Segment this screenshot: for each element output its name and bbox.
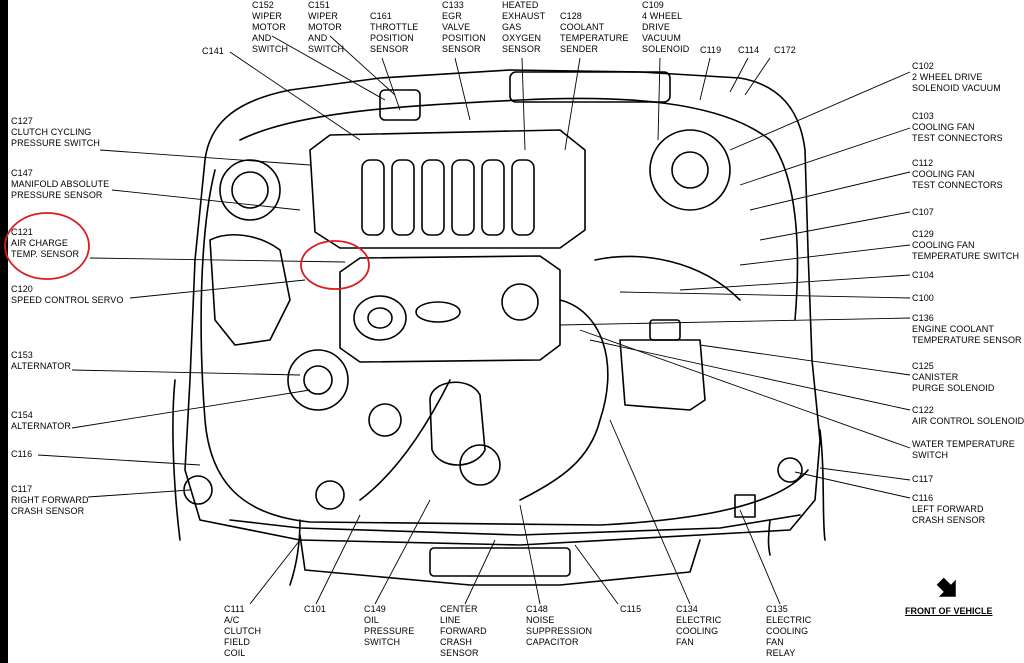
label-c119: C119: [700, 45, 722, 55]
harness-branch: [289, 519, 301, 586]
air-filter-housing: [209, 234, 291, 346]
throttle-body: [379, 89, 421, 121]
label-c116-left: C116: [11, 449, 33, 459]
hose: [594, 255, 741, 301]
intake-runner: [361, 159, 385, 236]
label-c172: C172: [774, 45, 796, 55]
main-harness: [200, 169, 809, 526]
oil-pump-drive: [459, 444, 501, 486]
intake-runner: [481, 159, 505, 236]
hose: [359, 379, 451, 501]
lower-panel: [299, 534, 701, 586]
bumper-bracket: [429, 547, 571, 577]
harness-branch: [239, 97, 799, 321]
hose: [519, 299, 609, 501]
harness-branch: [172, 379, 181, 541]
radiator-support: [509, 71, 671, 103]
label-c104: C104: [912, 270, 934, 280]
intake-runner: [451, 159, 475, 236]
intake-plenum: [309, 129, 586, 249]
engine-bay-outline: [184, 69, 821, 546]
label-c114: C114: [738, 45, 760, 55]
label-c107: C107: [912, 207, 934, 217]
label-c101: C101: [304, 604, 326, 614]
intake-runner: [511, 159, 535, 236]
reservoir-cap: [649, 319, 681, 341]
air-duct-inner: [231, 171, 269, 209]
label-c141: C141: [202, 46, 224, 56]
air-duct: [219, 159, 281, 221]
alternator: [287, 349, 349, 411]
oil-cap-inner: [367, 307, 393, 329]
front-arrow-icon: [936, 577, 956, 597]
pulley: [315, 480, 345, 510]
cooling-fan-hub: [671, 151, 709, 189]
label-c117-right: C117: [912, 474, 934, 484]
highlight-circle-sensor: [300, 240, 370, 290]
harness-branch: [819, 429, 826, 541]
highlight-circle-label: [4, 212, 90, 280]
pulley: [368, 403, 402, 437]
crash-sensor-left: [777, 457, 803, 483]
coolant-reservoir: [619, 339, 706, 411]
alternator-pulley: [303, 365, 333, 395]
intake-runner: [391, 159, 415, 236]
label-c115: C115: [620, 604, 642, 614]
relay-box: [734, 494, 756, 518]
front-of-vehicle-label: FRONT OF VEHICLE: [905, 606, 993, 616]
pcv-valve: [501, 283, 539, 321]
valve-cover: [339, 255, 561, 363]
oil-filter: [429, 381, 486, 466]
label-c100: C100: [912, 293, 934, 303]
harness-branch: [767, 519, 771, 556]
intake-runner: [421, 159, 445, 236]
oil-cap: [353, 295, 407, 341]
front-crossmember: [229, 514, 801, 536]
left-border-bar: [0, 0, 8, 663]
fan-shroud: [649, 129, 731, 211]
ford-emblem: [415, 301, 461, 323]
